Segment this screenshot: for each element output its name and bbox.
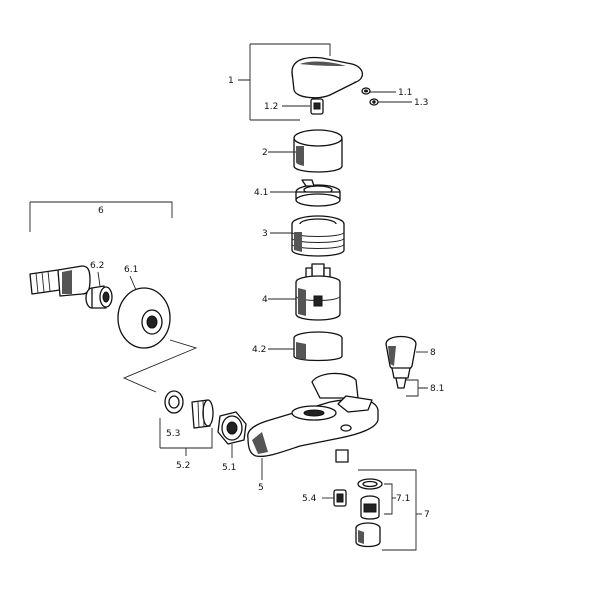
part-sleeve xyxy=(293,331,343,362)
part-adapter-1-2 xyxy=(310,98,324,115)
label-1-1: 1.1 xyxy=(398,88,412,98)
bracket-group-1 xyxy=(238,43,331,121)
label-5-1: 5.1 xyxy=(222,463,236,473)
part-nipple xyxy=(191,399,214,429)
label-6-1: 6.1 xyxy=(124,265,138,275)
part-screw-1-3 xyxy=(369,98,379,106)
part-valve-body xyxy=(247,372,379,463)
part-washer-5-3 xyxy=(164,390,184,414)
label-8: 8 xyxy=(430,348,436,358)
part-nut-5-1 xyxy=(217,411,247,445)
part-threaded-ring xyxy=(291,215,345,257)
label-8-1: 8.1 xyxy=(430,384,444,394)
label-6: 6 xyxy=(98,206,104,216)
part-shank xyxy=(29,265,91,297)
label-5-2: 5.2 xyxy=(176,461,190,471)
part-insert-5-4 xyxy=(333,489,347,507)
part-nut-6-2 xyxy=(85,285,113,309)
part-lever-handle xyxy=(291,56,363,99)
part-rosette-6-1 xyxy=(117,287,171,349)
label-5-3: 5.3 xyxy=(166,429,180,439)
label-7-1: 7.1 xyxy=(396,494,410,504)
bracket-group-6 xyxy=(29,201,198,393)
leader-6-1 xyxy=(129,275,137,291)
label-6-2: 6.2 xyxy=(90,261,104,271)
part-screw-1-1 xyxy=(361,87,371,95)
label-1-3: 1.3 xyxy=(414,98,428,108)
label-7: 7 xyxy=(424,510,430,520)
bracket-group-7-1 xyxy=(384,483,393,515)
part-aerator-insert xyxy=(360,495,380,520)
part-diverter-knob xyxy=(385,335,417,389)
bracket-group-5-2 xyxy=(159,418,213,456)
label-4-1: 4.1 xyxy=(254,188,268,198)
part-cartridge xyxy=(295,263,341,321)
label-5-4: 5.4 xyxy=(302,494,317,504)
label-3: 3 xyxy=(262,229,268,239)
part-cap xyxy=(293,129,343,173)
part-aerator-ring xyxy=(357,478,383,490)
leader-8-1 xyxy=(406,379,428,397)
label-5: 5 xyxy=(258,483,264,493)
label-1-2: 1.2 xyxy=(264,102,278,112)
label-1: 1 xyxy=(228,76,234,86)
part-aerator-housing xyxy=(355,522,381,548)
bracket-group-7 xyxy=(358,469,417,551)
label-2: 2 xyxy=(262,148,268,158)
label-4: 4 xyxy=(262,295,268,305)
leader-6-2 xyxy=(97,271,101,287)
label-4-2: 4.2 xyxy=(252,345,266,355)
part-ring-4-1 xyxy=(295,179,341,207)
